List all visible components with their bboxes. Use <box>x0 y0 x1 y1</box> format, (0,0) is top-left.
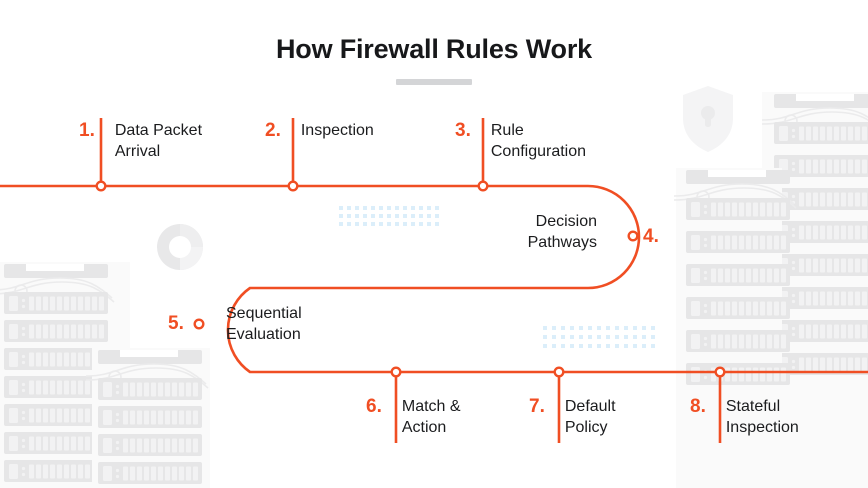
title-underline <box>396 79 472 85</box>
node-marker-3 <box>477 180 489 192</box>
step-7[interactable]: 7. Default Policy <box>529 396 616 438</box>
node-marker-2 <box>287 180 299 192</box>
step-6-label: Match & Action <box>401 398 461 436</box>
step-2[interactable]: 2. Inspection <box>265 120 374 142</box>
step-2-label: Inspection <box>300 122 374 139</box>
step-5-label: Sequential Evaluation <box>226 305 302 343</box>
node-marker-1 <box>95 180 107 192</box>
step-6[interactable]: 6. Match & Action <box>366 396 461 438</box>
node-marker-8 <box>714 366 726 378</box>
step-8-number: 8. <box>690 396 706 417</box>
node-marker-7 <box>553 366 565 378</box>
node-marker-6 <box>390 366 402 378</box>
step-6-number: 6. <box>366 396 382 417</box>
step-7-label: Default Policy <box>564 398 616 436</box>
step-5-number: 5. <box>168 313 184 334</box>
node-marker-4 <box>627 230 639 242</box>
step-8-label: Stateful Inspection <box>725 398 799 436</box>
page-title: How Firewall Rules Work <box>276 34 592 64</box>
step-3[interactable]: 3. Rule Configuration <box>455 120 586 162</box>
step-3-label: Rule Configuration <box>490 122 587 160</box>
step-1[interactable]: 1. Data Packet Arrival <box>79 120 202 162</box>
step-1-label: Data Packet Arrival <box>114 122 203 160</box>
node-marker-5 <box>193 318 205 330</box>
step-2-number: 2. <box>265 120 281 141</box>
step-7-number: 7. <box>529 396 545 417</box>
step-4-label: Decision Pathways <box>527 213 597 251</box>
step-1-number: 1. <box>79 120 95 141</box>
step-3-number: 3. <box>455 120 471 141</box>
step-4-number: 4. <box>643 226 659 247</box>
step-8[interactable]: 8. Stateful Inspection <box>690 396 799 438</box>
title-block: How Firewall Rules Work <box>0 32 868 85</box>
